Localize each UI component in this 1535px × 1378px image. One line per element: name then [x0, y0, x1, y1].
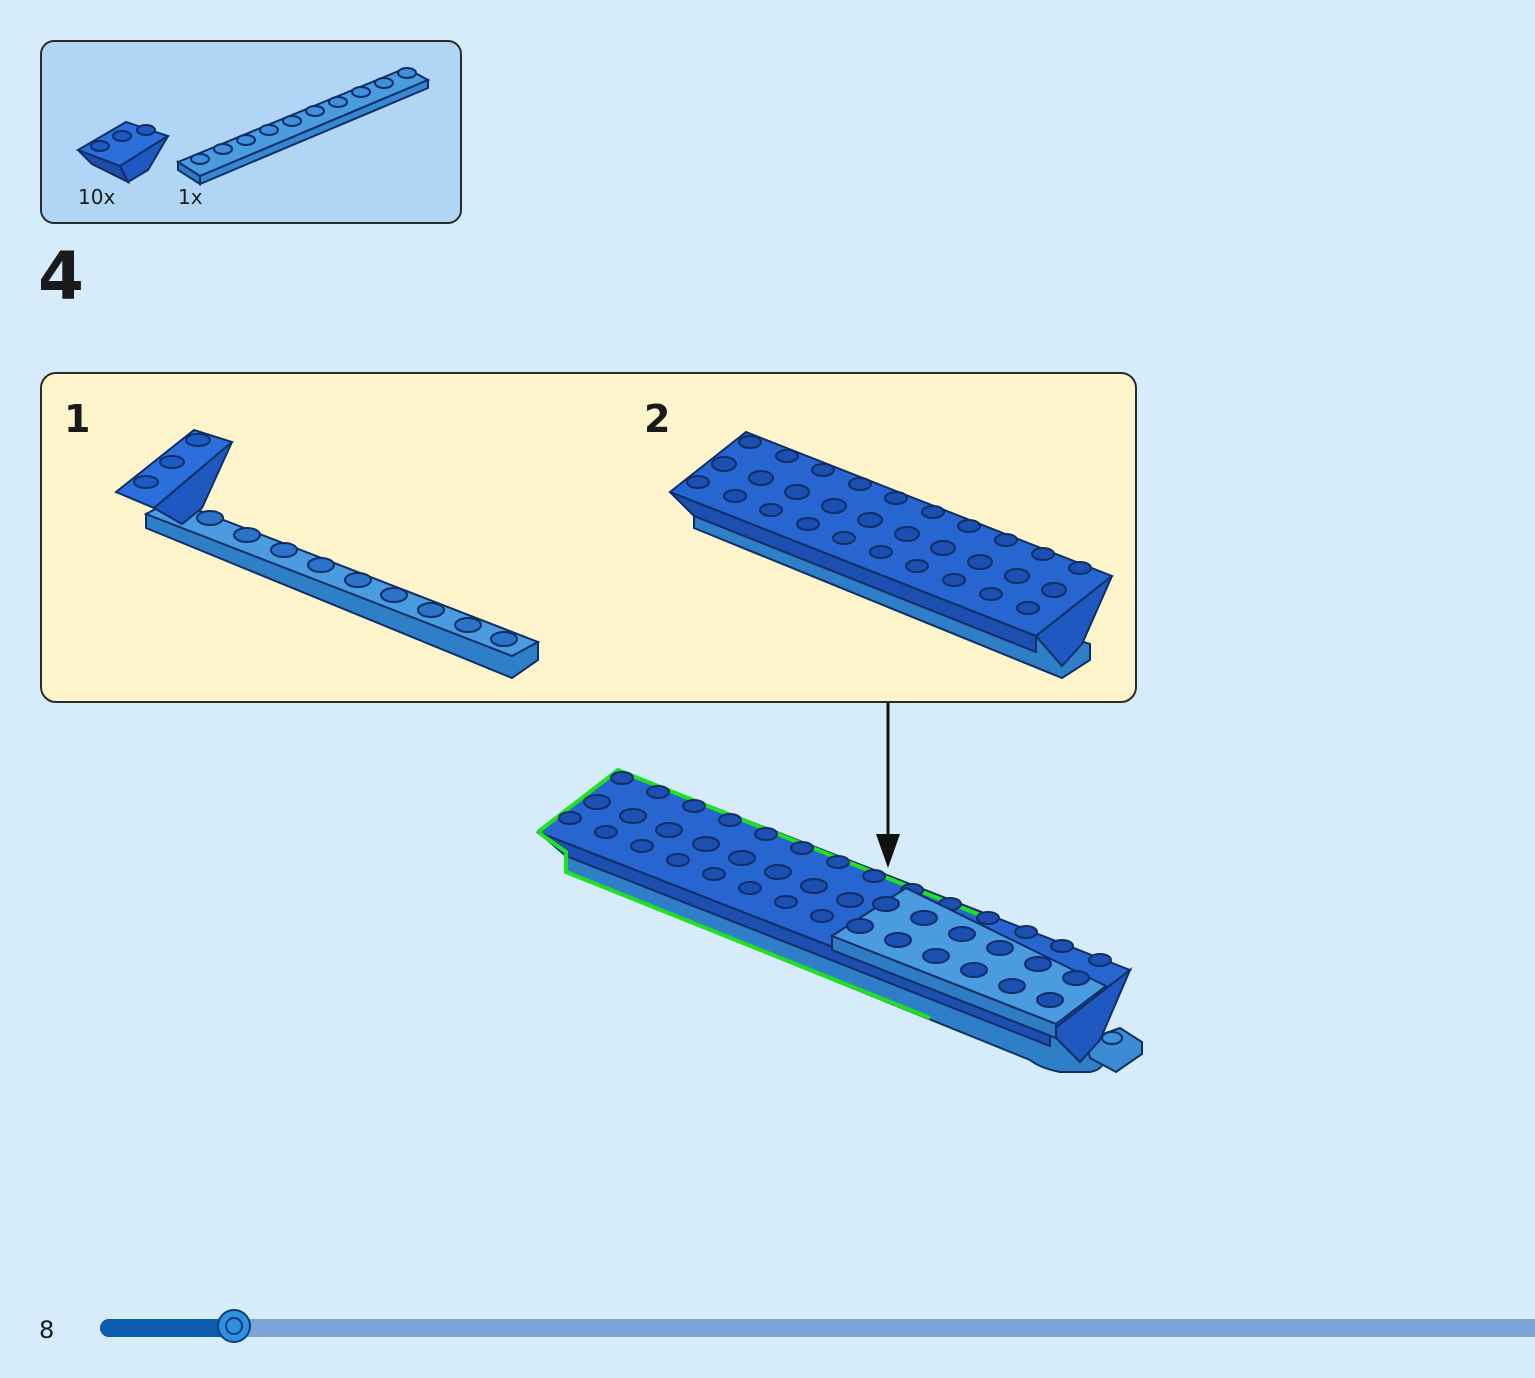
substep-2-model: [668, 430, 1114, 680]
slope-quantity: 10x: [78, 185, 116, 209]
progress-fill: [100, 1319, 237, 1337]
substep-callout: 1 2: [40, 372, 1137, 703]
progress-knob[interactable]: [217, 1309, 252, 1343]
plate-quantity: 1x: [178, 185, 203, 209]
step-number: 4: [38, 238, 84, 315]
substep-1-number: 1: [64, 397, 91, 441]
substep-2-number: 2: [644, 397, 671, 441]
substep-1-model: [114, 428, 541, 680]
parts-list-callout: 10x 1x: [40, 40, 462, 224]
progress-bar[interactable]: [100, 1309, 1535, 1343]
page-number: 8: [39, 1316, 55, 1344]
substep-illustration: [114, 428, 1114, 680]
plate-part: [175, 66, 431, 186]
parts-illustration: [75, 66, 431, 186]
assembled-model: [535, 767, 1143, 1074]
inverted-slope-part: [75, 120, 171, 185]
placement-arrow: [876, 703, 900, 868]
